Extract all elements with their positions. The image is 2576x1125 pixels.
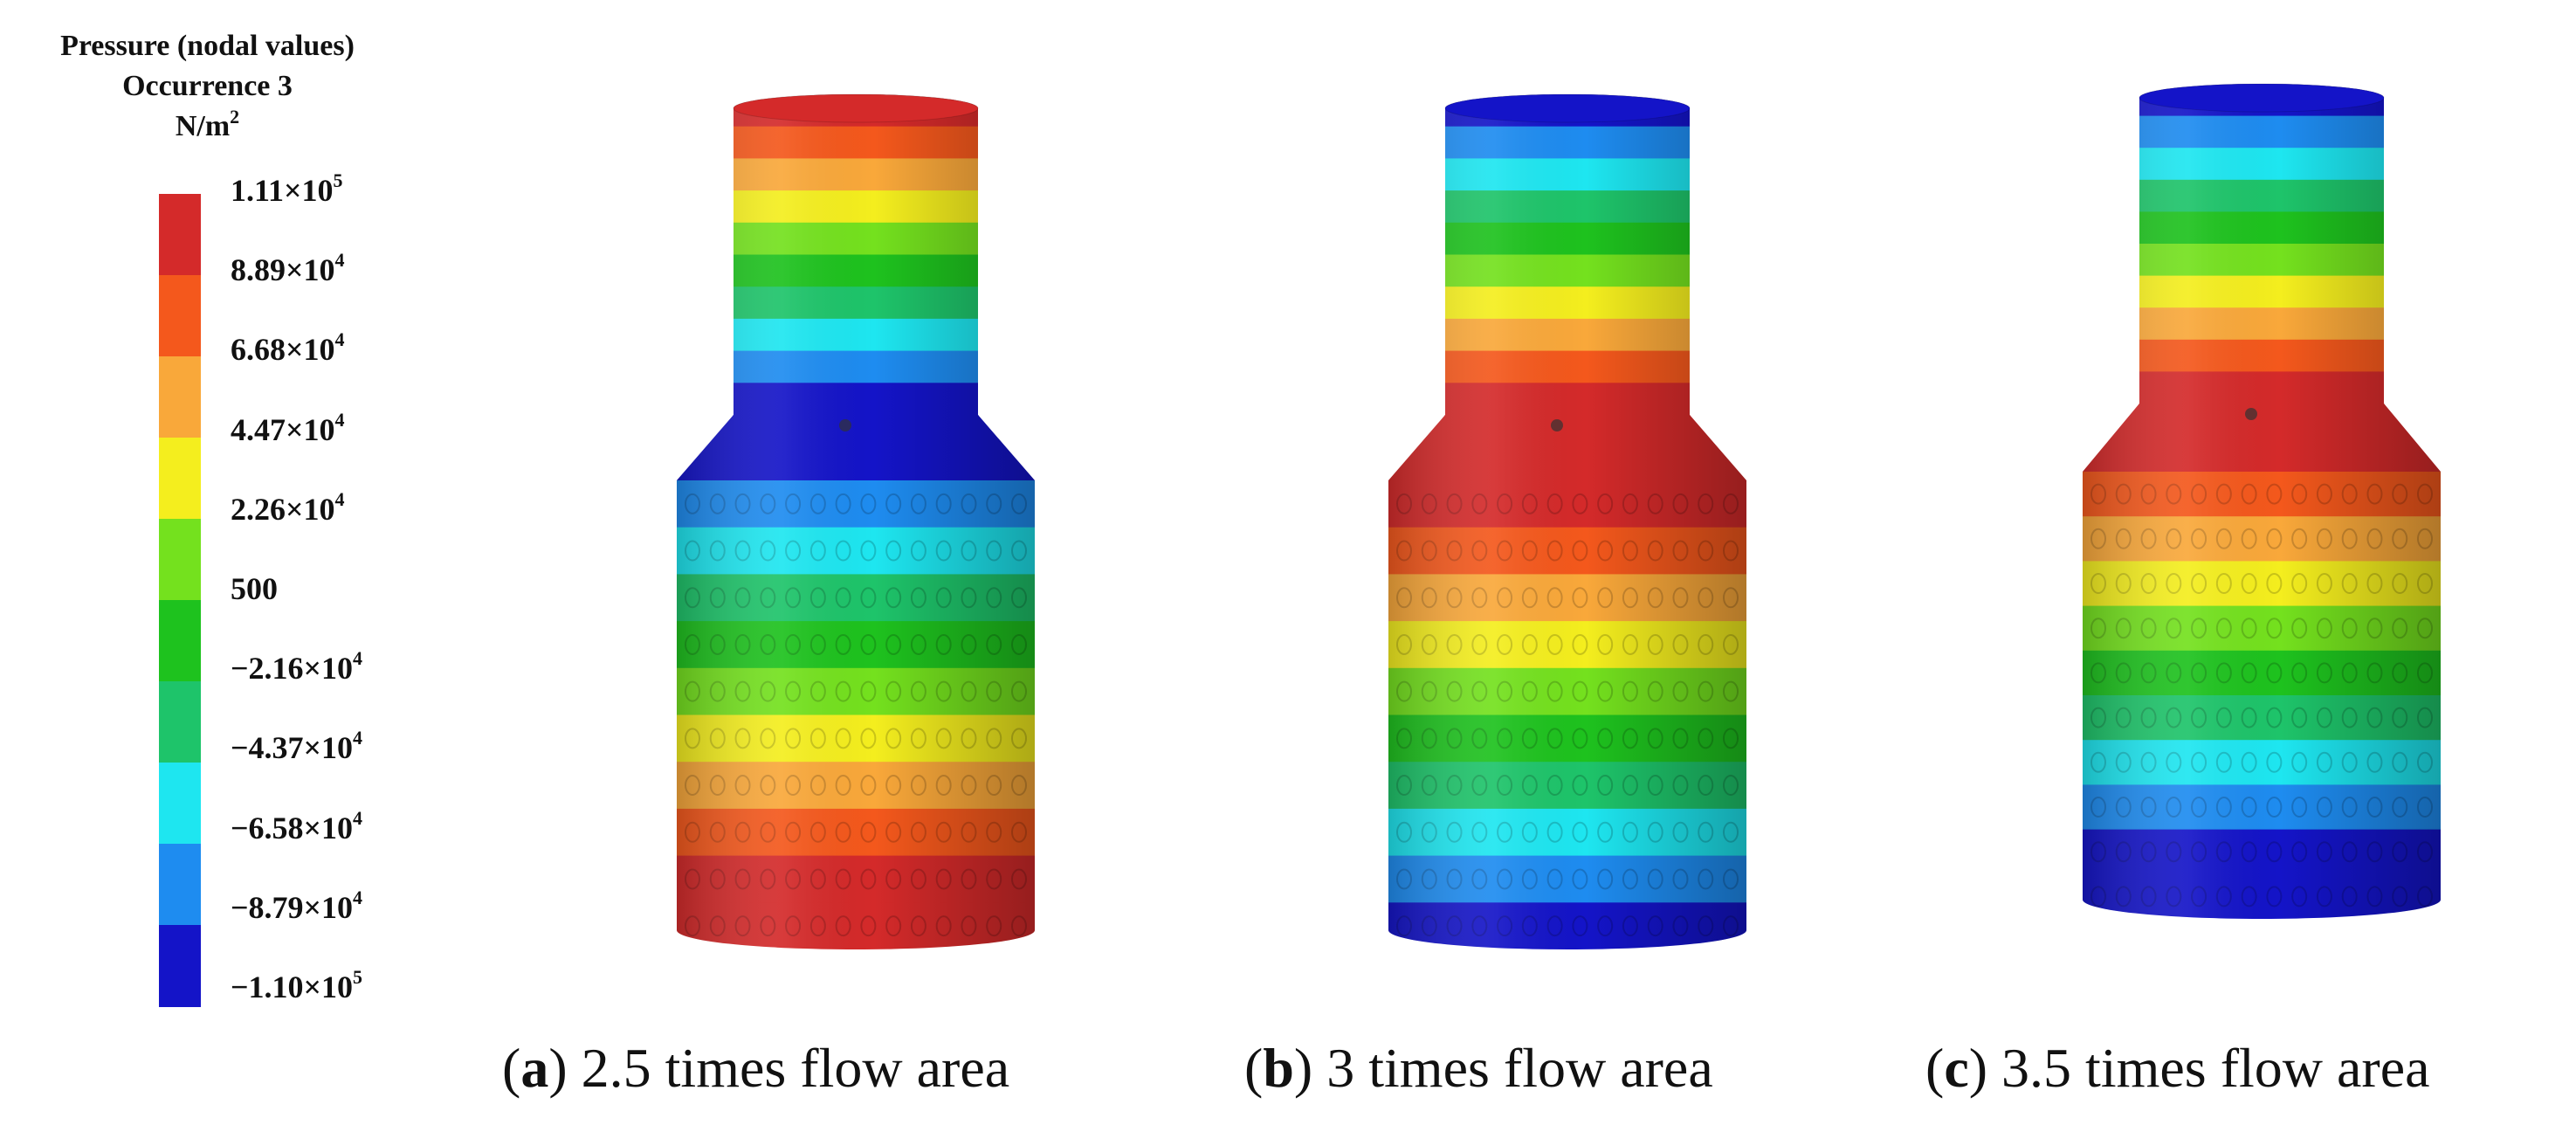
probe-marker bbox=[2245, 408, 2257, 420]
legend-unit-exponent: 2 bbox=[230, 106, 240, 128]
colorbar-tick-label: 8.89×104 bbox=[231, 249, 345, 288]
caption-b-open-paren: ( bbox=[1244, 1037, 1264, 1099]
pressure-bands-a bbox=[677, 94, 1035, 949]
colorbar-tick-label: −1.10×105 bbox=[231, 966, 363, 1005]
cylinder-shading bbox=[1388, 94, 1746, 949]
pressure-bands-b bbox=[1388, 94, 1746, 949]
probe-marker bbox=[1551, 419, 1563, 431]
top-cap bbox=[1444, 93, 1691, 123]
colorbar-swatch bbox=[159, 194, 201, 276]
colorbar-tick-label: 1.11×105 bbox=[231, 169, 343, 209]
cylinder-shading bbox=[2083, 84, 2441, 919]
caption-b-close-paren: ) bbox=[1293, 1037, 1313, 1099]
caption-c-open-paren: ( bbox=[1925, 1037, 1945, 1099]
caption-a: (a) 2.5 times flow area bbox=[502, 1038, 1009, 1099]
legend-title-line-2: Occurrence 3 bbox=[122, 70, 293, 102]
caption-c-text: 3.5 times flow area bbox=[1987, 1037, 2430, 1099]
caption-a-text: 2.5 times flow area bbox=[567, 1037, 1010, 1099]
top-cap bbox=[733, 93, 979, 123]
colorbar-swatch bbox=[159, 600, 201, 682]
legend-unit: N/m2 bbox=[0, 107, 415, 147]
colorbar-swatch bbox=[159, 844, 201, 926]
colorbar-tick-label: −8.79×104 bbox=[231, 886, 363, 925]
colorbar-tick-label: −6.58×104 bbox=[231, 806, 363, 845]
colorbar-tick-label: 6.68×104 bbox=[231, 328, 345, 368]
legend-unit-base: N/m bbox=[175, 110, 231, 142]
caption-c-close-paren: ) bbox=[1968, 1037, 1988, 1099]
pressure-bands-c bbox=[2083, 84, 2441, 919]
legend-title-line-1: Pressure (nodal values) bbox=[60, 30, 355, 62]
legend-title: Pressure (nodal values) Occurrence 3 N/m… bbox=[0, 26, 415, 147]
body-b bbox=[1388, 93, 1746, 949]
colorbar-swatch bbox=[159, 519, 201, 601]
caption-a-letter: a bbox=[520, 1037, 549, 1099]
caption-c-letter: c bbox=[1944, 1037, 1969, 1099]
caption-b-text: 3 times flow area bbox=[1312, 1037, 1713, 1099]
colorbar-swatch bbox=[159, 356, 201, 438]
colorbar-swatch bbox=[159, 925, 201, 1007]
body-c bbox=[2083, 83, 2441, 919]
pressure-colorbar bbox=[159, 194, 201, 1007]
colorbar-tick-label: 2.26×104 bbox=[231, 487, 345, 527]
probe-marker bbox=[839, 419, 851, 431]
colorbar-swatch bbox=[159, 438, 201, 520]
cylinder-shading bbox=[677, 94, 1035, 949]
caption-b: (b) 3 times flow area bbox=[1244, 1038, 1713, 1099]
colorbar-tick-label: 4.47×104 bbox=[231, 408, 345, 447]
colorbar-tick-label: −4.37×104 bbox=[231, 727, 363, 766]
caption-b-letter: b bbox=[1263, 1037, 1294, 1099]
top-cap bbox=[2139, 83, 2385, 113]
caption-a-close-paren: ) bbox=[548, 1037, 568, 1099]
caption-a-open-paren: ( bbox=[502, 1037, 521, 1099]
colorbar-swatch bbox=[159, 763, 201, 845]
colorbar-swatch bbox=[159, 275, 201, 357]
colorbar-tick-label: −2.16×104 bbox=[231, 647, 363, 687]
colorbar-tick-label: 500 bbox=[231, 571, 278, 606]
body-a bbox=[677, 93, 1035, 949]
colorbar-swatch bbox=[159, 681, 201, 763]
caption-c: (c) 3.5 times flow area bbox=[1925, 1038, 2430, 1099]
